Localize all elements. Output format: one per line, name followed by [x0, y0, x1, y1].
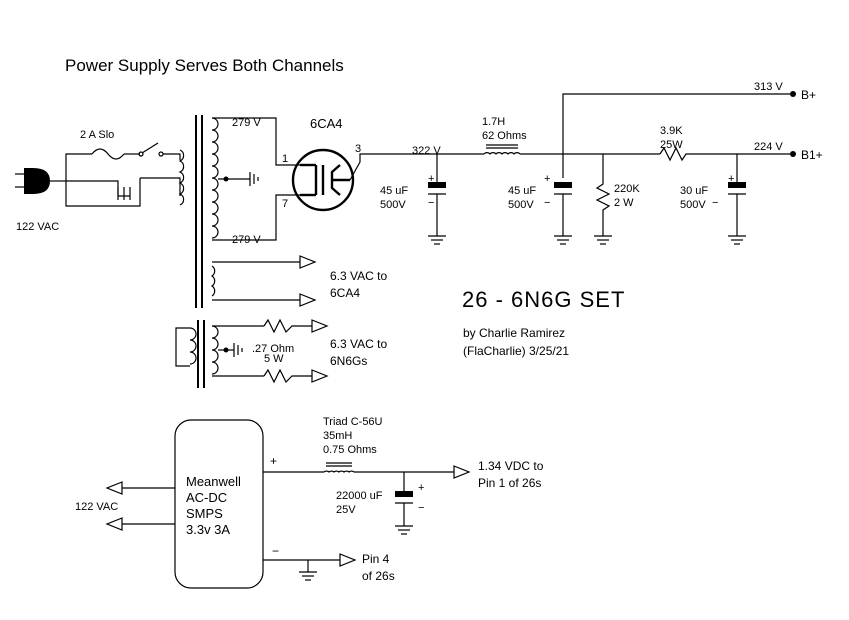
heater-6ca4-label-line1: 6.3 VAC to — [330, 269, 387, 283]
hv-secondary-bottom-voltage: 279 V — [232, 234, 261, 246]
heater-6ca4-output-arrows — [299, 255, 317, 307]
b-plus-terminal — [790, 91, 796, 97]
smps-line3: SMPS — [186, 506, 223, 521]
triad-choke-icon — [323, 462, 355, 473]
fuse-label: 2 A Slo — [80, 129, 114, 141]
series-resistor-value-line1: 3.9K — [660, 125, 683, 137]
power-transformer — [178, 115, 300, 308]
cap3-value-line2: 500V — [680, 199, 706, 211]
triad-choke-resistance: 0.75 Ohms — [323, 444, 377, 456]
smps-minus-label: − — [272, 544, 279, 558]
cap1-plus: + — [428, 173, 434, 185]
series-resistor-icon — [659, 146, 690, 162]
smps-out-plus-line1: 1.34 VDC to — [478, 459, 544, 473]
cap3-value-line1: 30 uF — [680, 185, 708, 197]
ground-icon — [428, 235, 746, 245]
rectifier-tube-name: 6CA4 — [310, 116, 343, 131]
filter-choke-icon — [483, 144, 521, 155]
smps-module-box — [174, 419, 264, 589]
bleeder-value-line2: 2 W — [614, 197, 634, 209]
rectifier-pin7: 7 — [282, 198, 288, 210]
heater-resistor-value-line1: .27 Ohm — [252, 343, 294, 355]
hv-secondary-top-voltage: 279 V — [232, 117, 261, 129]
smps-cap-plus: + — [418, 482, 424, 494]
cap1-value-line1: 45 uF — [380, 185, 408, 197]
filter-capacitor-3 — [728, 154, 746, 236]
heater-dropping-resistors — [263, 318, 329, 384]
b1-plus-label: B1+ — [801, 148, 823, 162]
bleeder-resistor-icon — [595, 154, 611, 236]
b1-plus-terminal — [790, 151, 796, 157]
smps-out-minus-line2: of 26s — [362, 569, 395, 583]
chassis-ground-icon — [117, 187, 131, 200]
filter-capacitor-1 — [428, 154, 446, 236]
b-plus-label: B+ — [801, 88, 816, 102]
b1-plus-voltage: 224 V — [754, 141, 783, 153]
cap2-value-line1: 45 uF — [508, 185, 536, 197]
triad-choke-inductance: 35mH — [323, 430, 352, 442]
smps-ac-input-arrows — [105, 481, 175, 531]
cap3-plus: + — [728, 173, 734, 185]
smps-plus-label: + — [270, 454, 277, 468]
smps-line1: Meanwell — [186, 474, 241, 489]
node1-voltage: 322 V — [412, 145, 441, 157]
smps-filter-capacitor — [395, 472, 413, 535]
cap2-minus: − — [544, 197, 550, 209]
page-title: Power Supply Serves Both Channels — [65, 56, 344, 75]
choke-resistance: 62 Ohms — [482, 130, 527, 142]
rectifier-pin3: 3 — [355, 143, 361, 155]
cap2-plus: + — [544, 173, 550, 185]
series-resistor-value-line2: 25W — [660, 139, 683, 151]
ac-plug-icon — [15, 168, 66, 194]
smps-cap-value-line1: 22000 uF — [336, 490, 383, 502]
project-author-line1: by Charlie Ramirez — [463, 326, 565, 340]
mains-wiring — [65, 153, 141, 207]
smps-input-label: 122 VAC — [75, 501, 118, 513]
project-author-line2: (FlaCharlie) 3/25/21 — [463, 344, 569, 358]
project-name: 26 - 6N6G SET — [462, 287, 625, 312]
rectifier-pin1: 1 — [282, 153, 288, 165]
smps-out-minus-line1: Pin 4 — [362, 552, 390, 566]
triad-choke-model: Triad C-56U — [323, 416, 383, 428]
smps-line2: AC-DC — [186, 490, 227, 505]
choke-inductance: 1.7H — [482, 116, 505, 128]
smps-cap-value-line2: 25V — [336, 504, 356, 516]
cap3-minus: − — [712, 197, 718, 209]
bleeder-value-line1: 220K — [614, 183, 640, 195]
heater-6n6g-label-line1: 6.3 VAC to — [330, 337, 387, 351]
smps-out-plus-line2: Pin 1 of 26s — [478, 476, 541, 490]
mains-voltage-label: 122 VAC — [16, 221, 59, 233]
smps-line4: 3.3v 3A — [186, 522, 230, 537]
smps-output-wiring — [263, 465, 471, 581]
b-plus-voltage: 313 V — [754, 81, 783, 93]
cap1-minus: − — [428, 197, 434, 209]
heater-6n6g-label-line2: 6N6Gs — [330, 354, 367, 368]
rectifier-tube-icon — [291, 148, 430, 212]
filament-transformer — [175, 320, 264, 388]
heater-6ca4-label-line2: 6CA4 — [330, 286, 360, 300]
cap1-value-line2: 500V — [380, 199, 406, 211]
filter-capacitor-2 — [554, 182, 572, 236]
cap2-value-line2: 500V — [508, 199, 534, 211]
heater-resistor-value-line2: 5 W — [264, 353, 284, 365]
power-switch-icon — [124, 142, 181, 196]
smps-cap-minus: − — [418, 502, 424, 514]
hv-filter-wiring — [430, 93, 790, 178]
fuse-icon — [91, 148, 125, 160]
